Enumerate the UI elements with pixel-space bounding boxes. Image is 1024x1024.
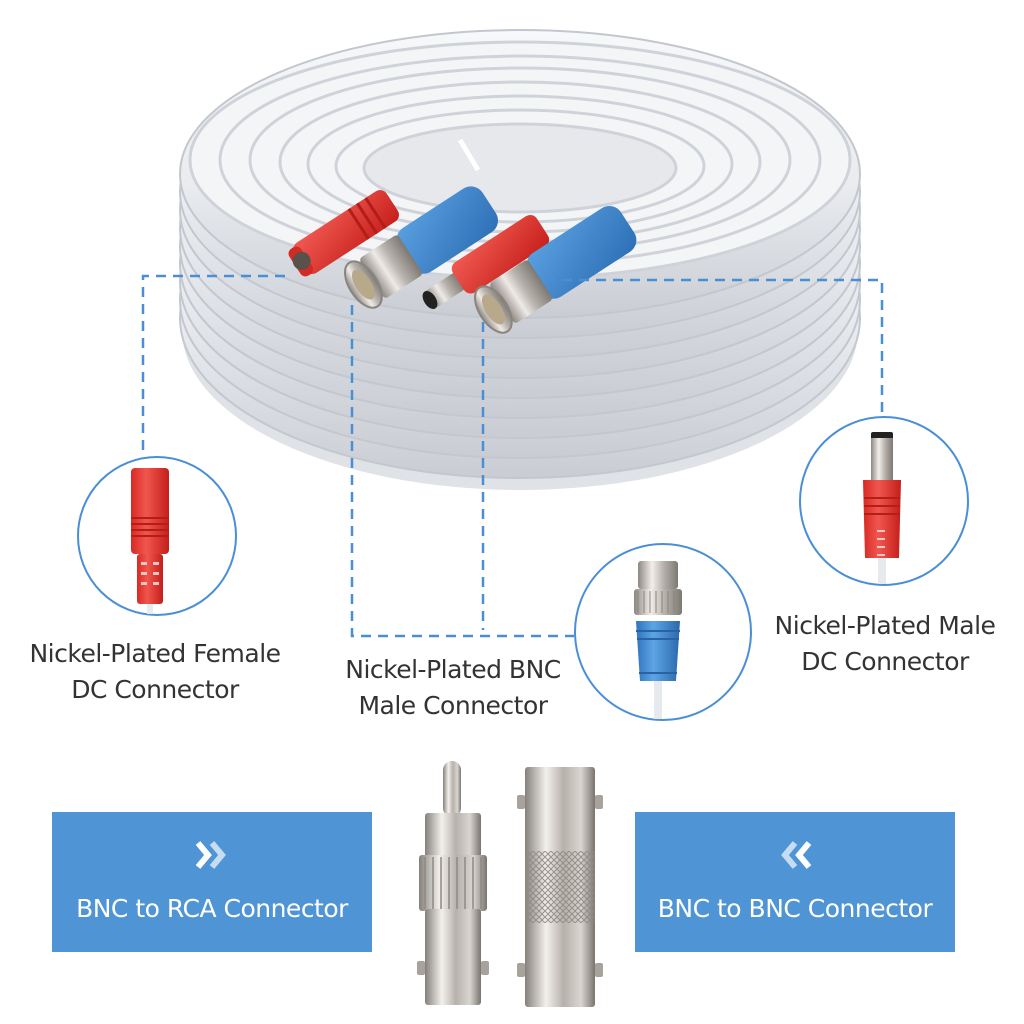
bnc-male-label-line2: Male Connector	[358, 691, 548, 720]
double-chevron-left-icon	[635, 840, 955, 870]
female-dc-detail-circle	[77, 456, 237, 616]
male-dc-label-line2: DC Connector	[801, 647, 969, 676]
bnc-male-detail-circle	[574, 543, 752, 721]
double-chevron-right-icon	[52, 840, 372, 870]
female-dc-label: Nickel-Plated Female DC Connector	[0, 636, 310, 708]
bnc-to-rca-label: BNC to RCA Connector	[76, 894, 348, 923]
male-dc-label: Nickel-Plated Male DC Connector	[745, 608, 1024, 680]
bnc-to-bnc-adapter-icon	[517, 767, 603, 1007]
bnc-male-label: Nickel-Plated BNC Male Connector	[320, 652, 586, 724]
red-female-dc-plug-icon	[131, 468, 169, 614]
male-dc-label-line1: Nickel-Plated Male	[774, 611, 996, 640]
bnc-to-rca-banner: BNC to RCA Connector	[52, 812, 372, 952]
bnc-to-rca-adapter-icon	[417, 761, 489, 1005]
bnc-to-bnc-banner: BNC to BNC Connector	[635, 812, 955, 952]
male-dc-detail-circle	[799, 416, 969, 586]
adapters-image	[395, 755, 615, 1020]
female-dc-label-line1: Nickel-Plated Female	[29, 639, 281, 668]
blue-bnc-male-plug-icon	[634, 561, 682, 719]
cable-coil-image	[179, 29, 861, 490]
bnc-to-bnc-label: BNC to BNC Connector	[657, 894, 933, 923]
bnc-male-label-line1: Nickel-Plated BNC	[345, 655, 561, 684]
red-male-dc-plug-icon	[863, 432, 901, 584]
female-dc-label-line2: DC Connector	[71, 675, 239, 704]
